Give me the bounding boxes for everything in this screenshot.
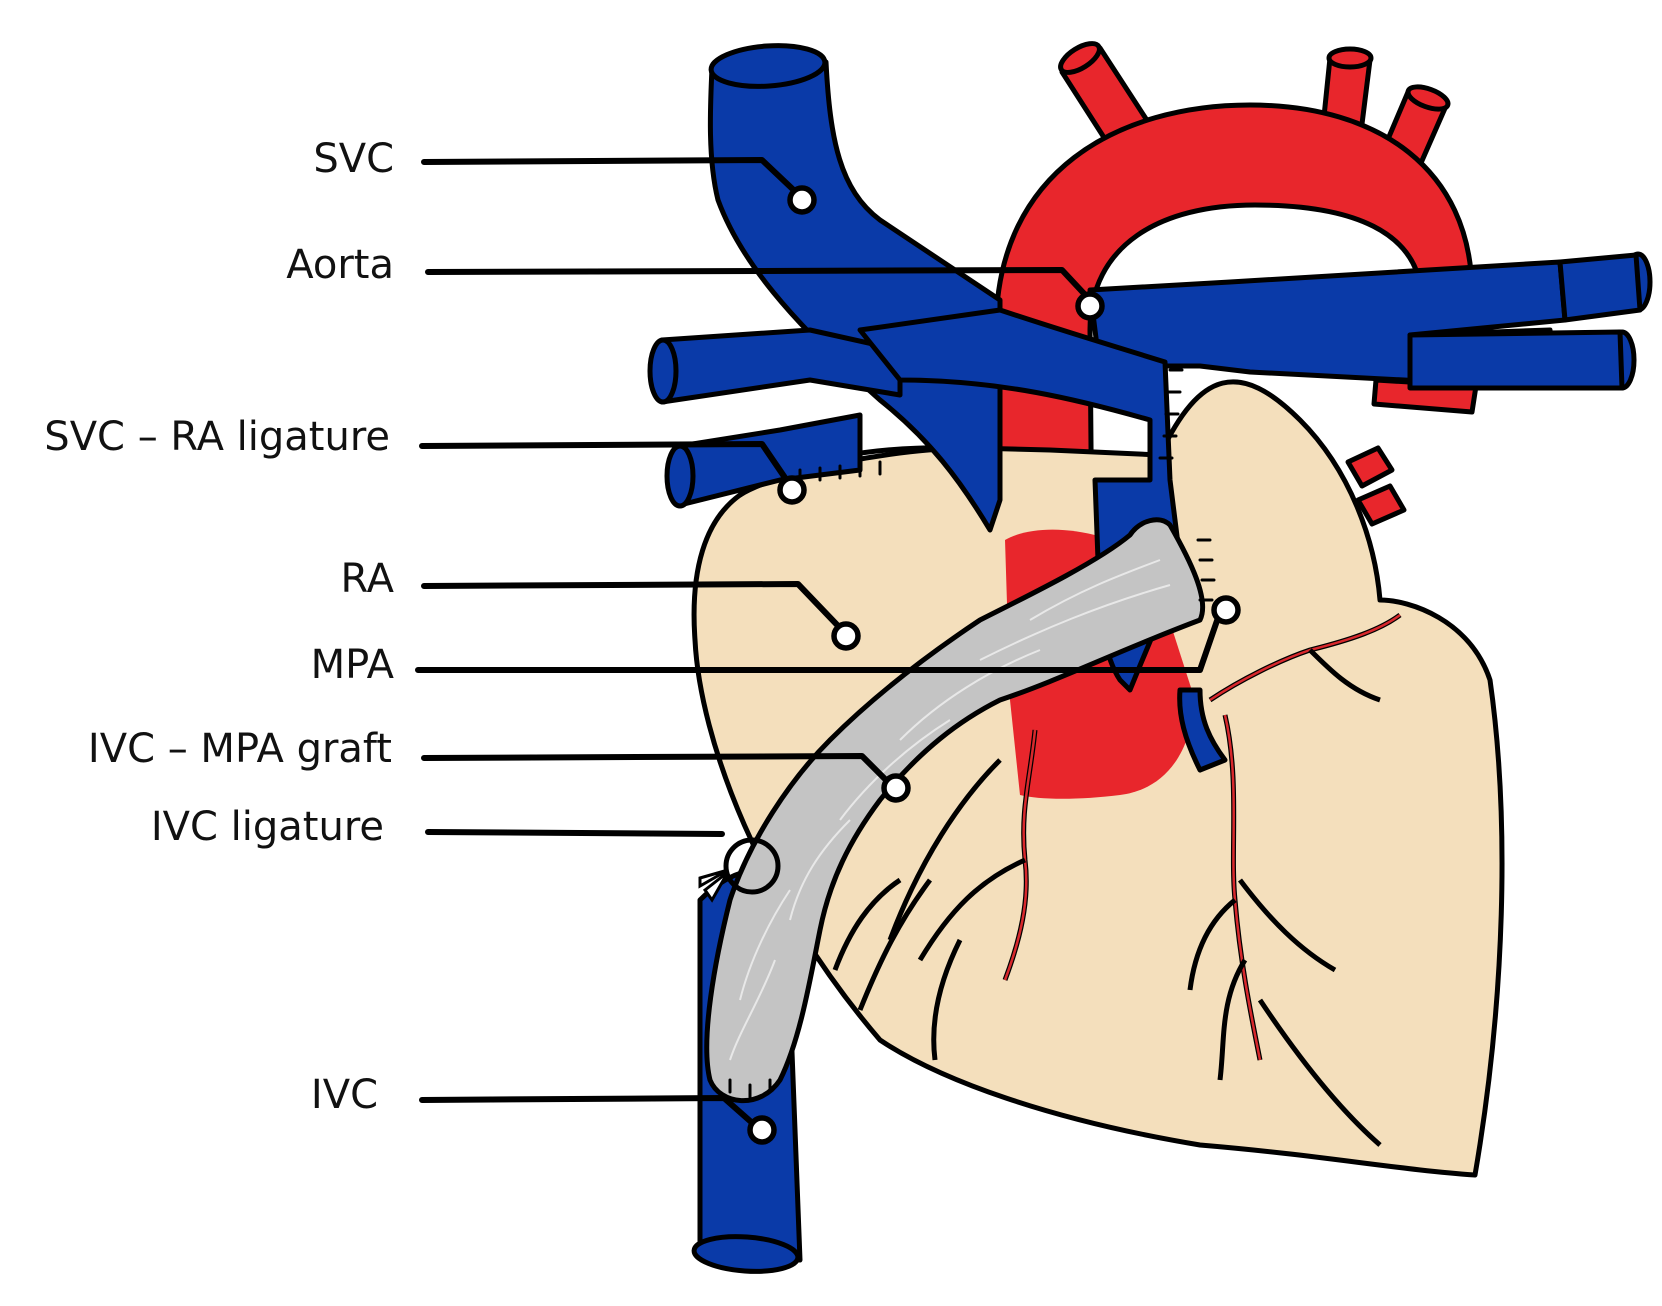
label-ra: RA [340,556,394,602]
label-svc-ra-ligature: SVC – RA ligature [44,414,390,460]
dot-svc-ra-ligature [777,475,807,505]
label-aorta: Aorta [286,242,394,288]
dot-ivc [747,1115,777,1145]
leader-lines [415,157,1223,1131]
leader-ivc [419,1095,761,1131]
dot-mpa [1211,595,1241,625]
leader-aorta [425,267,1093,303]
leader-svc [421,157,803,199]
coronary-arteries [832,612,1402,1147]
dot-ivc-mpa-graft [881,773,911,803]
label-ivc: IVC [311,1072,378,1118]
ivc-mpa-graft [704,517,1206,1104]
leader-ra [421,581,845,633]
sutures [728,368,1216,1099]
graft-texture [729,559,1171,1061]
label-ivc-ligature: IVC ligature [151,804,384,850]
leader-ivc-ligature [425,829,725,837]
dot-aorta [1075,291,1105,321]
label-ivc-mpa-graft: IVC – MPA graft [88,726,392,772]
label-mpa: MPA [311,642,395,688]
labels: SVC Aorta SVC – RA ligature RA MPA IVC –… [44,136,394,1118]
aortic-arch [993,102,1475,563]
ivc-ligature-loop [723,837,781,895]
dot-svc [787,185,817,215]
leader-endpoints [747,185,1241,1145]
dot-ra [831,621,861,651]
leader-ivc-mpa-graft [421,753,895,789]
right-pulmonary-vein-upper [659,327,903,405]
leader-svc-ra-ligature [419,441,795,491]
ivc-ligature-tie [698,868,730,903]
leader-mpa [415,609,1223,673]
label-svc: SVC [313,136,394,182]
